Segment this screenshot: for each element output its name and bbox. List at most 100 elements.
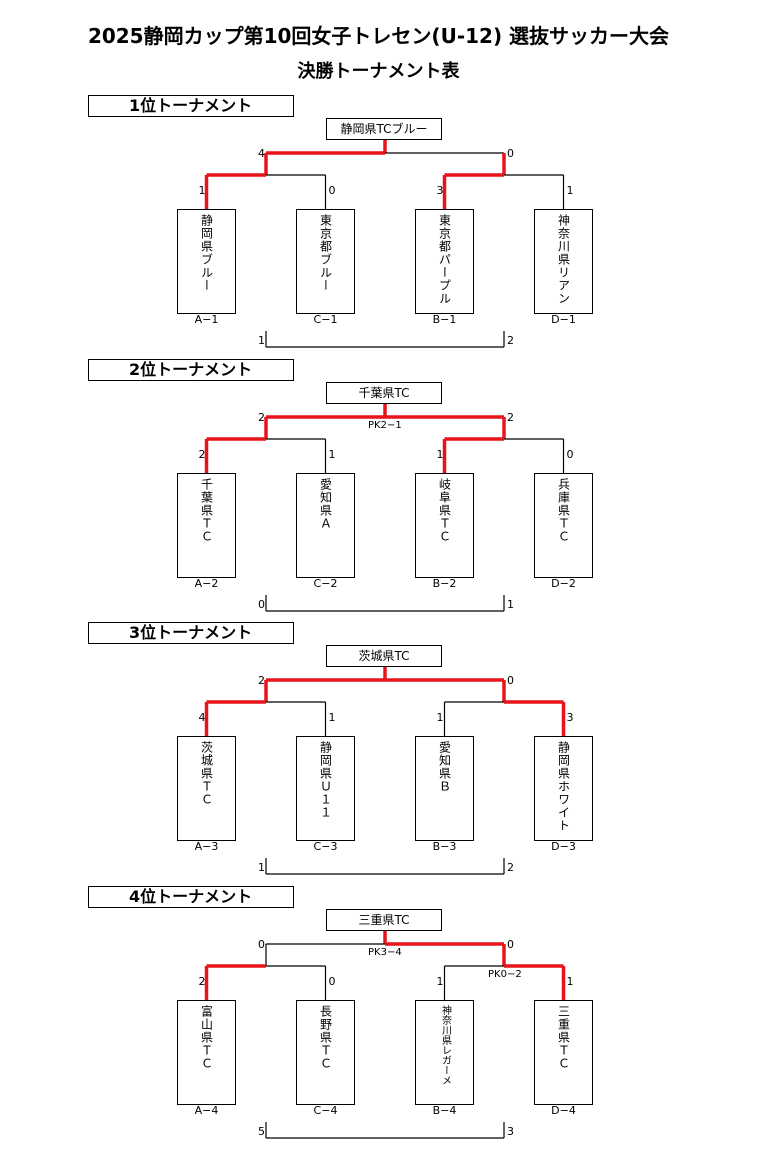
page-title: 2025静岡カップ第10回女子トレセン(U-12) 選抜サッカー大会 — [87, 24, 670, 48]
team-code: A−3 — [194, 840, 219, 853]
score-left-semi: 0 — [258, 938, 265, 951]
score-left-semi: 4 — [258, 147, 265, 160]
score-b: 1 — [436, 448, 444, 461]
team-code: A−1 — [194, 313, 219, 326]
team-name: 兵庫県ＴＣ — [556, 478, 571, 543]
score-d: 1 — [566, 184, 574, 197]
team-code: B−1 — [432, 313, 457, 326]
winner-box: 茨城県TC — [326, 645, 442, 667]
team-box: 静岡県ホワイト — [534, 736, 593, 841]
team-name: 静岡県Ｕ１１ — [318, 741, 333, 819]
score-third-right: 1 — [507, 598, 514, 611]
team-name: 茨城県ＴＣ — [199, 741, 214, 806]
team-box: 千葉県ＴＣ — [177, 473, 236, 578]
score-third-left: 1 — [258, 334, 265, 347]
team-code: B−3 — [432, 840, 457, 853]
bracket-lines — [204, 404, 565, 612]
score-b: 1 — [436, 711, 444, 724]
score-left-semi: 2 — [258, 411, 265, 424]
team-name: 神奈川県リアン — [556, 214, 571, 305]
team-code: D−4 — [551, 1104, 576, 1117]
score-c: 1 — [328, 711, 336, 724]
team-name: 愛知県Ａ — [318, 478, 333, 530]
score-a: 4 — [198, 711, 206, 724]
bracket-lines — [204, 140, 565, 348]
score-b: 3 — [436, 184, 444, 197]
score-b: 1 — [436, 975, 444, 988]
team-box: 東京都ブルー — [296, 209, 355, 314]
team-box: 静岡県ブルー — [177, 209, 236, 314]
team-name: 愛知県Ｂ — [437, 741, 452, 793]
score-left-semi: 2 — [258, 674, 265, 687]
score-d: 1 — [566, 975, 574, 988]
pk-final: PK3−4 — [368, 947, 402, 958]
team-code: B−2 — [432, 577, 457, 590]
winner-box: 千葉県TC — [326, 382, 442, 404]
score-a: 2 — [198, 448, 206, 461]
score-third-left: 1 — [258, 861, 265, 874]
team-box: 茨城県ＴＣ — [177, 736, 236, 841]
team-box: 神奈川県リアン — [534, 209, 593, 314]
score-c: 0 — [328, 975, 336, 988]
team-name: 富山県ＴＣ — [199, 1005, 214, 1070]
team-code: C−2 — [313, 577, 338, 590]
score-d: 0 — [566, 448, 574, 461]
team-box: 愛知県Ａ — [296, 473, 355, 578]
score-right-semi: 0 — [507, 938, 514, 951]
team-code: A−2 — [194, 577, 219, 590]
page-subtitle: 決勝トーナメント表 — [297, 61, 460, 82]
team-box: 愛知県Ｂ — [415, 736, 474, 841]
score-third-right: 2 — [507, 334, 514, 347]
team-name: 東京都パープル — [437, 214, 452, 305]
score-right-semi: 0 — [507, 674, 514, 687]
team-name: 岐阜県ＴＣ — [437, 478, 452, 543]
team-name: 静岡県ホワイト — [556, 741, 571, 832]
team-name: 三重県ＴＣ — [556, 1005, 571, 1070]
team-code: A−4 — [194, 1104, 219, 1117]
section-label: 2位トーナメント — [88, 359, 294, 381]
bracket-lines — [204, 667, 566, 875]
team-name: 神奈川県レガーメ — [439, 1005, 451, 1085]
score-a: 2 — [198, 975, 206, 988]
score-third-left: 0 — [258, 598, 265, 611]
section-label: 1位トーナメント — [88, 95, 294, 117]
score-third-left: 5 — [258, 1125, 265, 1138]
score-a: 1 — [198, 184, 206, 197]
team-code: D−3 — [551, 840, 576, 853]
team-box: 長野県ＴＣ — [296, 1000, 355, 1105]
score-c: 0 — [328, 184, 336, 197]
team-name: 静岡県ブルー — [199, 214, 214, 292]
team-box: 東京都パープル — [415, 209, 474, 314]
team-name: 長野県ＴＣ — [318, 1005, 333, 1070]
score-right-semi: 2 — [507, 411, 514, 424]
score-c: 1 — [328, 448, 336, 461]
score-third-right: 2 — [507, 861, 514, 874]
section-label: 4位トーナメント — [88, 886, 294, 908]
team-box: 静岡県Ｕ１１ — [296, 736, 355, 841]
team-code: B−4 — [432, 1104, 457, 1117]
team-name: 東京都ブルー — [318, 214, 333, 292]
tournament-section-1: 1位トーナメント静岡県TCブルー 4 0 1 0 3 1 1 2 静岡県ブルー A−1 東京都ブルー C… — [0, 95, 757, 360]
team-box: 岐阜県ＴＣ — [415, 473, 474, 578]
winner-box: 静岡県TCブルー — [326, 118, 442, 140]
team-name: 千葉県ＴＣ — [199, 478, 214, 543]
tournament-section-2: 2位トーナメント千葉県TC 2 2 2 1 1 0 0 1 PK2−1 千葉県ＴＣ A−2 愛知県Ａ C−… — [0, 359, 757, 624]
pk-final: PK2−1 — [368, 420, 402, 431]
score-d: 3 — [566, 711, 574, 724]
team-box: 富山県ＴＣ — [177, 1000, 236, 1105]
team-code: C−1 — [313, 313, 338, 326]
team-box: 神奈川県レガーメ — [415, 1000, 474, 1105]
bracket-lines — [204, 931, 566, 1139]
pk-right: PK0−2 — [488, 969, 522, 980]
team-code: D−1 — [551, 313, 576, 326]
team-code: C−4 — [313, 1104, 338, 1117]
team-code: D−2 — [551, 577, 576, 590]
team-code: C−3 — [313, 840, 338, 853]
section-label: 3位トーナメント — [88, 622, 294, 644]
winner-box: 三重県TC — [326, 909, 442, 931]
score-third-right: 3 — [507, 1125, 514, 1138]
score-right-semi: 0 — [507, 147, 514, 160]
team-box: 兵庫県ＴＣ — [534, 473, 593, 578]
